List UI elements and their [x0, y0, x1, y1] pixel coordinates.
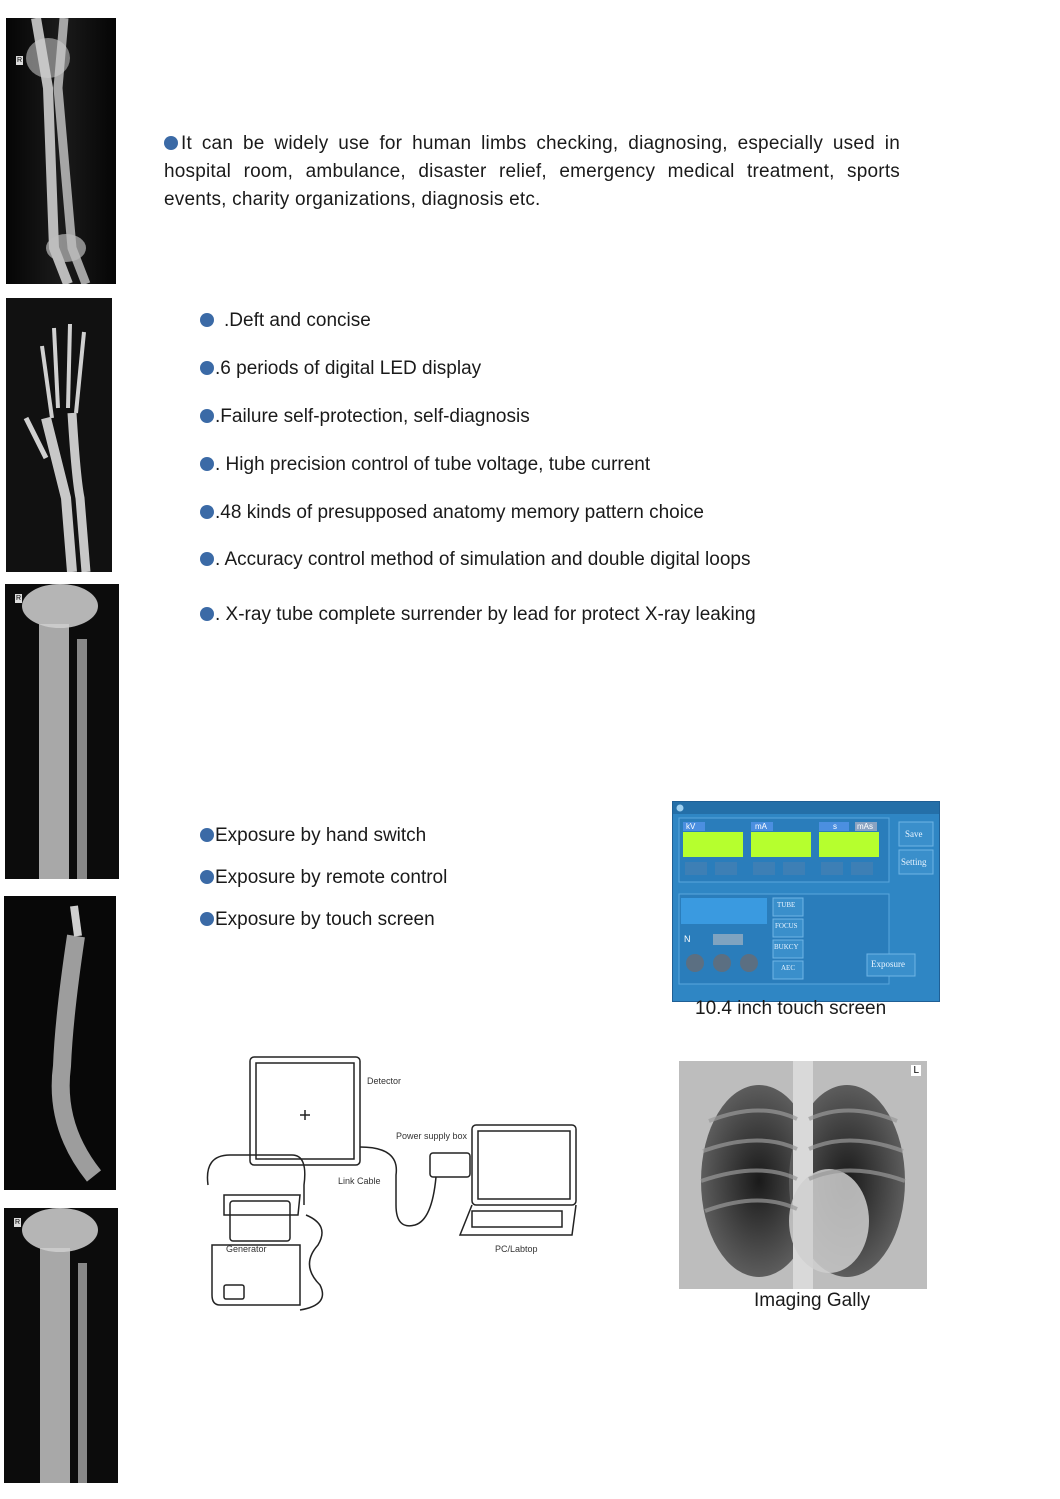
exposure-mode-item: Exposure by hand switch — [200, 825, 426, 847]
bullet-icon — [200, 457, 214, 471]
bucky-button: BUKCY — [774, 943, 799, 951]
bullet-icon — [164, 136, 178, 150]
bullet-icon — [200, 505, 214, 519]
touch-screen-image: kV mA s mAs Save Setting TUBE FOCUS BUKC… — [672, 801, 940, 1002]
intro-paragraph: It can be widely use for human limbs che… — [164, 130, 900, 214]
generator-label: Generator — [226, 1244, 267, 1254]
n-label: N — [684, 934, 691, 944]
pc-label: PC/Labtop — [495, 1244, 538, 1254]
bullet-icon — [200, 870, 214, 884]
feature-item: .48 kinds of presupposed anatomy memory … — [200, 502, 704, 524]
ma-label: mA — [755, 822, 767, 831]
tube-button: TUBE — [777, 901, 796, 909]
bullet-icon — [200, 313, 214, 327]
feature-item: . X-ray tube complete surrender by lead … — [200, 604, 756, 626]
xray-foot — [4, 896, 116, 1190]
chest-marker: L — [911, 1065, 921, 1076]
feature-item: .Deft and concise — [200, 310, 371, 332]
exposure-mode-item: Exposure by touch screen — [200, 909, 435, 931]
mas-label: mAs — [857, 822, 873, 831]
feature-item: . High precision control of tube voltage… — [200, 454, 650, 476]
xray-marker: R — [15, 594, 22, 603]
bullet-icon — [200, 828, 214, 842]
aec-button: AEC — [781, 964, 795, 972]
xray-tibia: R — [4, 1208, 118, 1483]
xray-marker: R — [16, 56, 23, 65]
save-button: Save — [905, 829, 923, 839]
exposure-button: Exposure — [871, 959, 905, 969]
bullet-icon — [200, 361, 214, 375]
xray-marker: R — [14, 1218, 21, 1227]
exposure-mode-item: Exposure by remote control — [200, 867, 447, 889]
bullet-icon — [200, 912, 214, 926]
s-label: s — [833, 822, 837, 831]
power-box-label: Power supply box — [396, 1131, 468, 1141]
xray-forearm: R — [6, 18, 116, 284]
intro-text: It can be widely use for human limbs che… — [164, 133, 900, 210]
touch-screen-caption: 10.4 inch touch screen — [695, 998, 887, 1019]
chest-caption: Imaging Gally — [754, 1290, 871, 1311]
bullet-icon — [200, 552, 214, 566]
system-diagram: Detector Power supply box Link Cable Gen… — [200, 1055, 585, 1315]
chest-xray-image: L — [679, 1061, 927, 1289]
bullet-icon — [200, 409, 214, 423]
xray-hand — [6, 298, 112, 572]
feature-item: .6 periods of digital LED display — [200, 358, 481, 380]
s-display — [819, 822, 879, 875]
kv-label: kV — [686, 822, 696, 831]
ma-display — [751, 822, 811, 875]
focus-button: FOCUS — [775, 922, 798, 930]
link-cable-label: Link Cable — [338, 1176, 381, 1186]
xray-knee-leg: R — [5, 584, 119, 879]
detector-label: Detector — [367, 1076, 402, 1086]
feature-item: .Failure self-protection, self-diagnosis — [200, 406, 530, 428]
feature-item: . Accuracy control method of simulation … — [200, 549, 750, 571]
kv-display — [683, 822, 743, 875]
bullet-icon — [200, 607, 214, 621]
setting-button: Setting — [901, 857, 927, 867]
